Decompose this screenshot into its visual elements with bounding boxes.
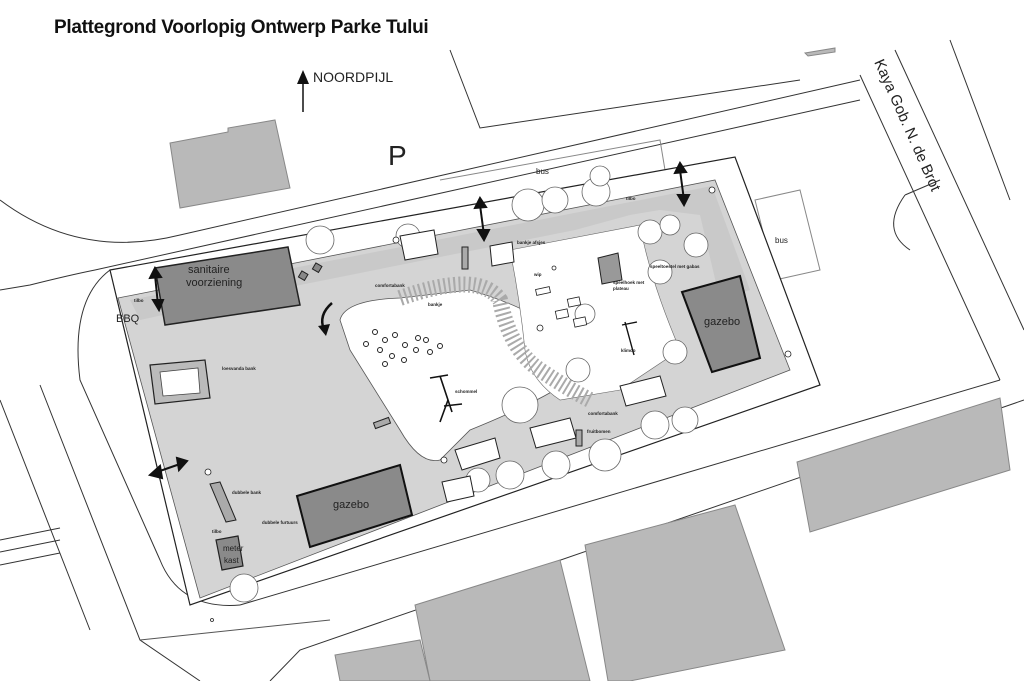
lounge-bench[interactable] [149, 359, 211, 405]
site-markers [204, 186, 792, 622]
leisure-seats-label: bankje [428, 302, 443, 307]
rest-area-label: fruitbomen [587, 429, 611, 434]
play-platform-label-2: plateau [613, 286, 629, 291]
balance-label: klimop [621, 348, 636, 353]
swing[interactable] [429, 374, 463, 423]
neighbour-buildings [169, 47, 1011, 681]
road-lines [0, 39, 1024, 681]
gazebo-right-label: gazebo [704, 316, 740, 328]
sanitaire-label-2: voorziening [186, 277, 242, 289]
double-furniture-label: dubbele furtuurs [262, 520, 298, 525]
entrance-arrows [147, 161, 691, 480]
play-platform[interactable] [597, 252, 623, 285]
bus-stop-right-label: bus [775, 236, 788, 245]
play-seats[interactable] [535, 265, 588, 332]
sanitaire-label-1: sanitaire [188, 264, 230, 276]
toilet-top-label: tilbo [134, 298, 144, 303]
play-tower-label: speeltoestel met gabas [650, 264, 700, 269]
swing-label: schommel [455, 389, 477, 394]
climbing-poles[interactable] [621, 321, 638, 356]
double-bench-label: dubbele bank [232, 490, 262, 495]
lounge-bench-label: loesvanda bank [222, 366, 256, 371]
gravel-path [397, 276, 594, 408]
toilet-left-label: tilbo [626, 196, 636, 201]
bench-shade-label: bankje afsjes [517, 240, 546, 245]
stepping-stones [363, 329, 443, 367]
play-platform-label-1: speelhoek met [613, 280, 645, 285]
gazebo-left[interactable] [295, 463, 414, 549]
north-arrow [297, 70, 309, 112]
bus-stop-top-label: bus [536, 167, 549, 176]
lower-pergolas[interactable] [372, 375, 667, 503]
meter-label-1: meter [223, 544, 244, 553]
bbq-label: BBQ [116, 313, 140, 325]
meter-kast[interactable] [215, 535, 244, 571]
comfort-bench-label-1: comfortabank [375, 283, 405, 288]
swing-small-label: wip [533, 272, 542, 277]
meter-label-2: kast [224, 556, 239, 565]
upper-benches[interactable] [297, 229, 515, 282]
trees [229, 165, 709, 603]
plan-title: Plattegrond Voorlopig Ontwerp Parke Tulu… [54, 17, 429, 38]
double-bench[interactable] [209, 481, 237, 523]
parking-label: P [388, 140, 407, 171]
toilet-bottom-label: tilbo [212, 529, 222, 534]
gazebo-left-label: gazebo [333, 499, 369, 511]
comfort-bench-label-2: comfortabank [588, 411, 618, 416]
gazebo-right[interactable] [680, 274, 762, 374]
north-arrow-label: NOORDPIJL [313, 69, 393, 85]
